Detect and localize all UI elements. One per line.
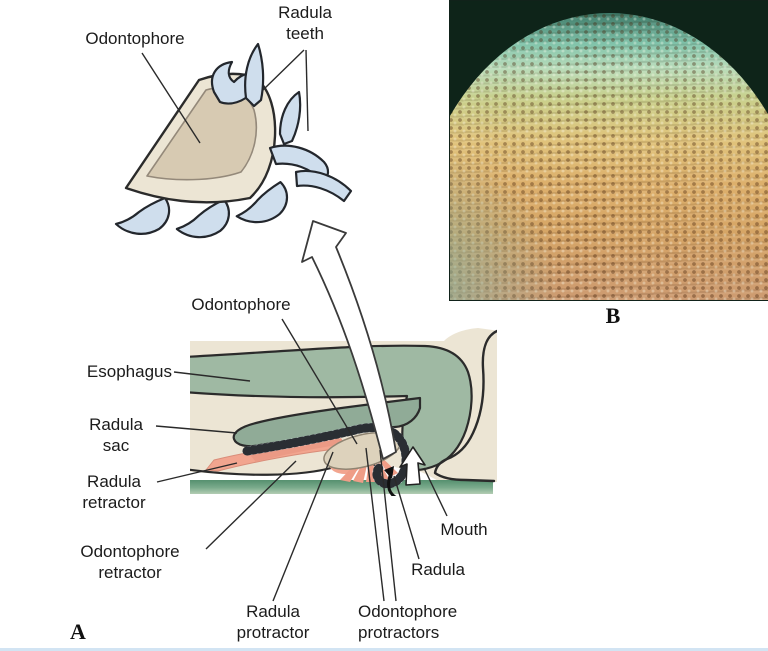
label-odontophore-lower: Odontophore [191,295,291,314]
label-odontophore-protractors-line2: protractors [358,623,440,642]
label-odontophore-retractor-line2: retractor [98,563,162,582]
leader-mouth [423,467,448,517]
label-radula-retractor-line2: retractor [82,493,146,512]
label-radula-retractor-line1: Radula [87,472,141,491]
leader-odontophore-protractors-1 [365,447,385,602]
label-radula-protractor-line1: Radula [246,602,300,621]
leader-odontophore-inset [141,52,201,144]
bottom-rule-line [0,648,768,651]
label-radula-retractor: Radula retractor [82,471,145,513]
label-radula-sac-line1: Radula [89,415,143,434]
snout-outline [433,329,497,483]
protraction-arrow-icon [399,446,426,486]
radula-ribbon [242,423,411,489]
radula-teeth-row-icon [210,42,353,203]
radula-dome-texture [450,12,768,300]
label-radula-teeth: Radula teeth [278,2,332,44]
label-radula-protractor: Radula protractor [237,601,310,643]
label-radula-protractor-line2: protractor [236,623,310,642]
leader-radula-sac [155,425,238,434]
panel-a-section-drawing [190,328,497,496]
odontophore-inset-drawing [114,42,353,240]
leader-radula-teeth-2 [305,49,309,132]
leader-radula [393,475,420,560]
leader-odontophore-retractor [205,460,297,550]
label-radula-teeth-line1: Radula [278,3,332,22]
radula-micrograph-photo [449,0,768,301]
label-odontophore-retractor-line1: Odontophore [80,542,180,561]
rotation-arrow-icon [384,466,397,496]
panel-a-letter: A [70,619,86,644]
label-esophagus: Esophagus [86,362,172,381]
label-radula-sac: Radula sac [89,414,143,456]
label-radula: Radula [411,560,465,579]
panel-b-letter: B [605,303,621,328]
label-odontophore-protractors-line1: Odontophore [358,602,458,621]
label-mouth: Mouth [440,520,488,539]
leader-lines [141,49,448,602]
leader-radula-teeth-1 [262,49,305,91]
leader-odontophore-protractors-2 [379,449,397,602]
radula-retractor-muscle-upper [250,438,345,462]
label-odontophore-inset: Odontophore [85,29,185,48]
leader-radula-protractor [272,451,334,602]
label-odontophore-protractors: Odontophore protractors [358,601,457,643]
leader-radula-retractor [156,462,238,483]
substrate-ground-band [190,480,493,494]
leader-esophagus [173,371,251,382]
label-radula-teeth-line2: teeth [286,24,324,43]
magnify-arrow-icon [301,220,397,460]
label-odontophore-retractor: Odontophore retractor [80,541,179,583]
leader-odontophore-lower [281,318,358,445]
label-radula-sac-line2: sac [102,436,130,455]
